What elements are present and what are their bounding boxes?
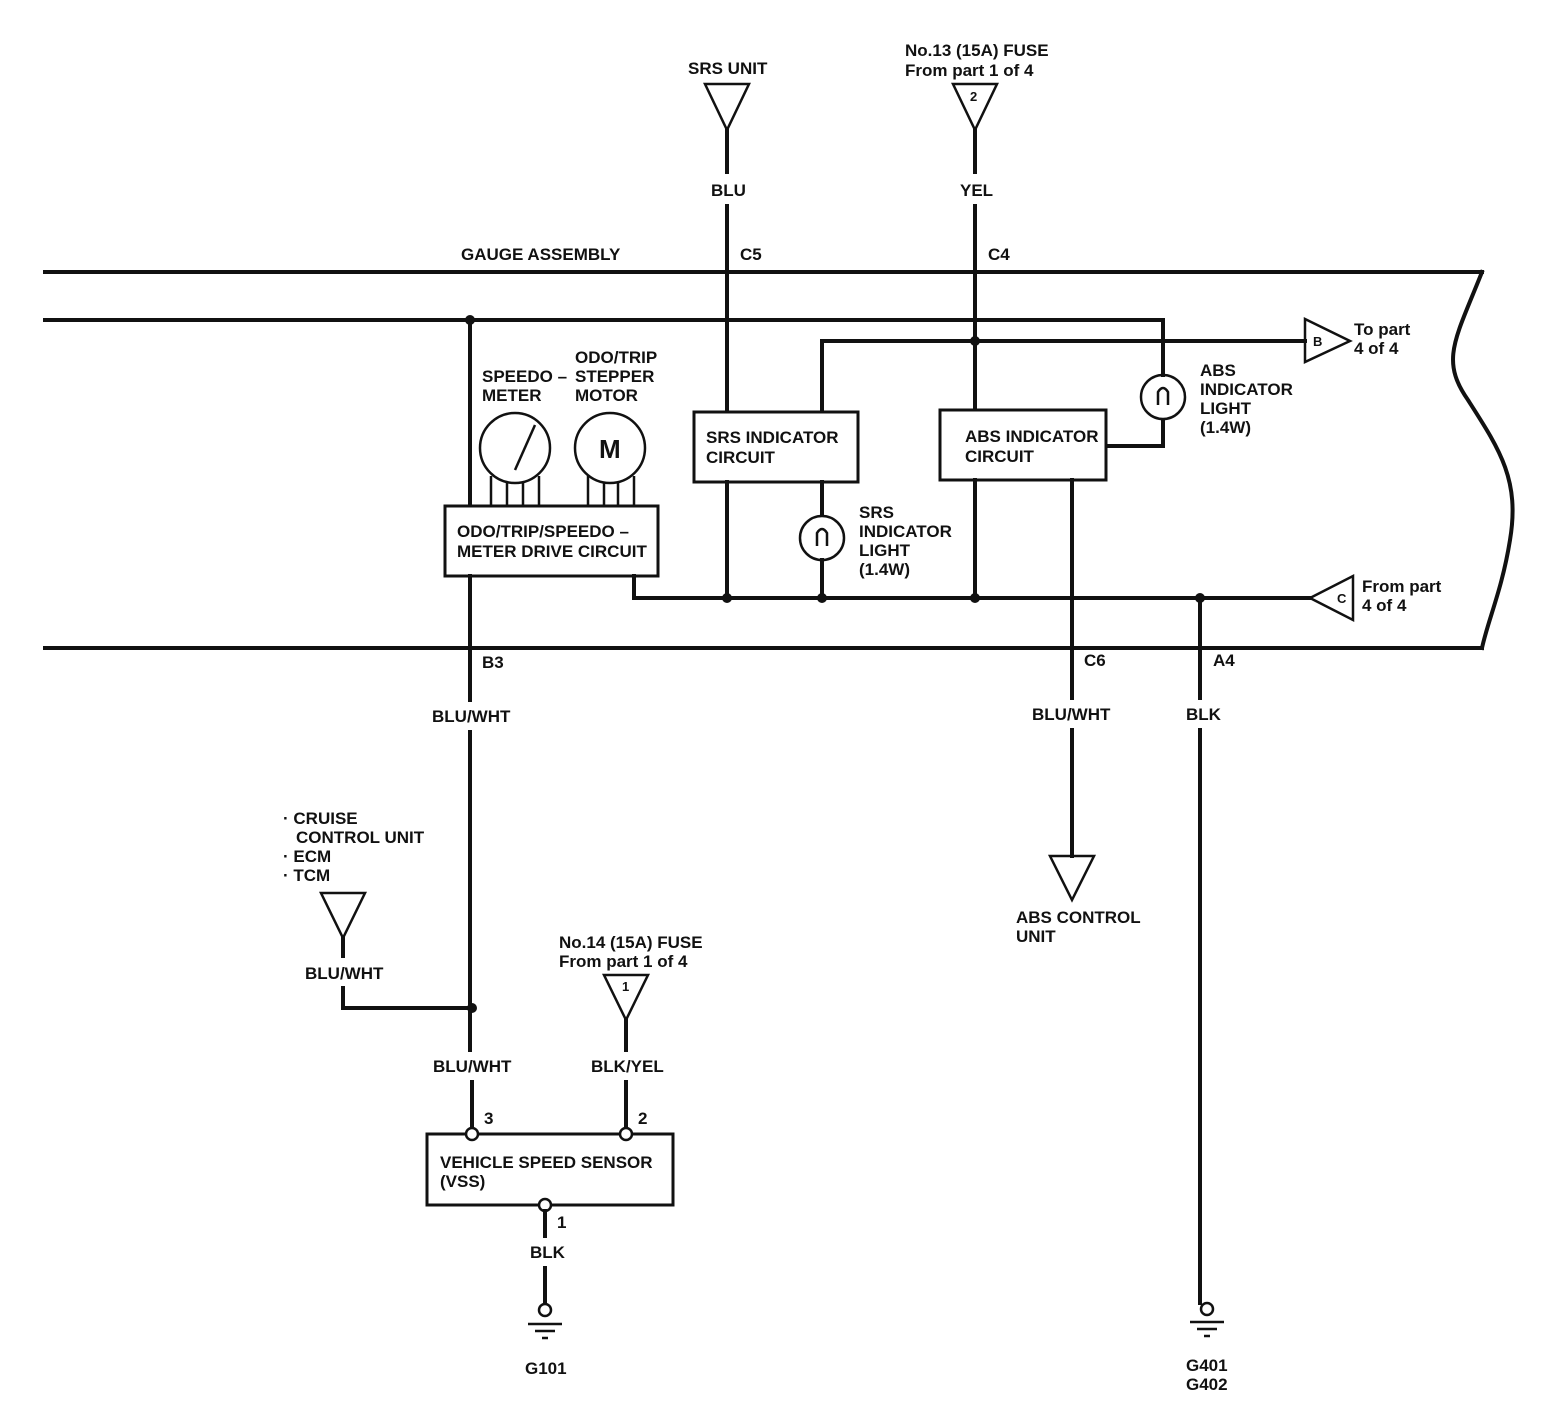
- ground-g401-icon: [1190, 1320, 1224, 1338]
- junction-abs-ground: [970, 593, 980, 603]
- ground-g402: G402: [1186, 1375, 1228, 1394]
- srs-light-1: SRS: [859, 503, 894, 522]
- srs-indicator-circuit-box: [692, 410, 860, 484]
- blu-wht-b3-label: BLU/WHT: [432, 707, 511, 726]
- odo-label-3: MOTOR: [575, 386, 638, 405]
- g401-terminal: [1199, 1301, 1215, 1317]
- fuse13-line1: No.13 (15A) FUSE: [905, 41, 1049, 60]
- cruise-4: · TCM: [283, 866, 330, 885]
- srs-light-3: LIGHT: [859, 541, 911, 560]
- srs-unit-arrow: [703, 82, 751, 133]
- cruise-1: · CRUISE: [283, 809, 358, 828]
- connector-c-arrow: [1307, 573, 1355, 623]
- fuse14-arrow: [601, 973, 651, 1023]
- vss-feed-label: BLU/WHT: [433, 1057, 512, 1076]
- pin-3-terminal: [464, 1126, 480, 1142]
- connector-c4: C4: [988, 245, 1010, 264]
- junction-srs-ground: [722, 593, 732, 603]
- fuse14-marker: 1: [622, 979, 629, 994]
- srs-circuit-2: CIRCUIT: [706, 448, 776, 467]
- fuse13-marker: 2: [970, 89, 977, 104]
- odo-label-2: STEPPER: [575, 367, 654, 386]
- cruise-wire-label: BLU/WHT: [305, 964, 384, 983]
- abs-circuit-2: CIRCUIT: [965, 447, 1035, 466]
- abs-control-2: UNIT: [1016, 927, 1056, 946]
- vss-2: (VSS): [440, 1172, 485, 1191]
- junction-c4: [970, 336, 980, 346]
- blu-wire-label: BLU: [711, 181, 746, 200]
- abs-control-1: ABS CONTROL: [1016, 908, 1141, 927]
- cruise-2: CONTROL UNIT: [296, 828, 425, 847]
- drive-circuit-box: [443, 504, 660, 578]
- junction-cruise: [467, 1003, 477, 1013]
- g101-terminal: [537, 1302, 553, 1318]
- odo-label-1: ODO/TRIP: [575, 348, 657, 367]
- connector-c-text-1: From part: [1362, 577, 1442, 596]
- blk-yel-label: BLK/YEL: [591, 1057, 664, 1076]
- srs-circuit-1: SRS INDICATOR: [706, 428, 839, 447]
- connector-c-text-2: 4 of 4: [1362, 596, 1407, 615]
- motor-symbol: M: [599, 434, 621, 464]
- speedo-label-2: METER: [482, 386, 542, 405]
- pin-1: 1: [557, 1213, 566, 1232]
- blk-a4-label: BLK: [1186, 705, 1222, 724]
- srs-unit-label: SRS UNIT: [688, 59, 768, 78]
- pin-3: 3: [484, 1109, 493, 1128]
- connector-c5: C5: [740, 245, 762, 264]
- cruise-arrow: [318, 891, 368, 941]
- srs-indicator-light-icon: [798, 514, 846, 562]
- yel-wire-label: YEL: [960, 181, 993, 200]
- connector-b-text-1: To part: [1354, 320, 1411, 339]
- motor-leads: [586, 476, 636, 506]
- pin-2-terminal: [618, 1126, 634, 1142]
- speedo-label-1: SPEEDO –: [482, 367, 567, 386]
- vss-1: VEHICLE SPEED SENSOR: [440, 1153, 653, 1172]
- pin-2: 2: [638, 1109, 647, 1128]
- ground-g101-icon: [528, 1322, 562, 1340]
- connector-c6: C6: [1084, 651, 1106, 670]
- speedometer-needle: [513, 424, 537, 471]
- abs-light-4: (1.4W): [1200, 418, 1251, 437]
- connector-a4: A4: [1213, 651, 1235, 670]
- blk-vss-label: BLK: [530, 1243, 566, 1262]
- speedo-leads: [489, 476, 541, 506]
- srs-light-filament: [815, 527, 829, 546]
- gauge-assembly-outline: [43, 269, 1515, 651]
- abs-control-unit-arrow: [1047, 854, 1097, 903]
- speedometer-gauge-icon: [478, 411, 552, 485]
- connector-b3: B3: [482, 653, 504, 672]
- cruise-3: · ECM: [283, 847, 331, 866]
- gauge-assembly-title: GAUGE ASSEMBLY: [461, 245, 621, 264]
- ground-g101: G101: [525, 1359, 567, 1378]
- connector-c-marker: C: [1337, 591, 1347, 606]
- abs-light-3: LIGHT: [1200, 399, 1252, 418]
- connector-b-marker: B: [1313, 334, 1322, 349]
- vehicle-speed-sensor-box: [425, 1132, 675, 1207]
- abs-light-1: ABS: [1200, 361, 1236, 380]
- drive-circuit-1: ODO/TRIP/SPEEDO –: [457, 522, 629, 541]
- abs-light-2: INDICATOR: [1200, 380, 1293, 399]
- abs-light-filament: [1156, 386, 1170, 405]
- ground-g401: G401: [1186, 1356, 1228, 1375]
- connector-b-text-2: 4 of 4: [1354, 339, 1399, 358]
- abs-circuit-1: ABS INDICATOR: [965, 427, 1099, 446]
- fuse14-line2: From part 1 of 4: [559, 952, 688, 971]
- stepper-motor-icon: [573, 411, 647, 485]
- srs-light-4: (1.4W): [859, 560, 910, 579]
- fuse13-arrow: [951, 82, 999, 133]
- drive-circuit-2: METER DRIVE CIRCUIT: [457, 542, 647, 561]
- fuse13-line2: From part 1 of 4: [905, 61, 1034, 80]
- abs-indicator-circuit-box: [938, 408, 1108, 482]
- blu-wht-c6-label: BLU/WHT: [1032, 705, 1111, 724]
- fuse14-line1: No.14 (15A) FUSE: [559, 933, 703, 952]
- junction-light-ground: [817, 593, 827, 603]
- srs-light-2: INDICATOR: [859, 522, 952, 541]
- abs-indicator-light-icon: [1139, 373, 1187, 421]
- connector-b-arrow: [1303, 316, 1353, 364]
